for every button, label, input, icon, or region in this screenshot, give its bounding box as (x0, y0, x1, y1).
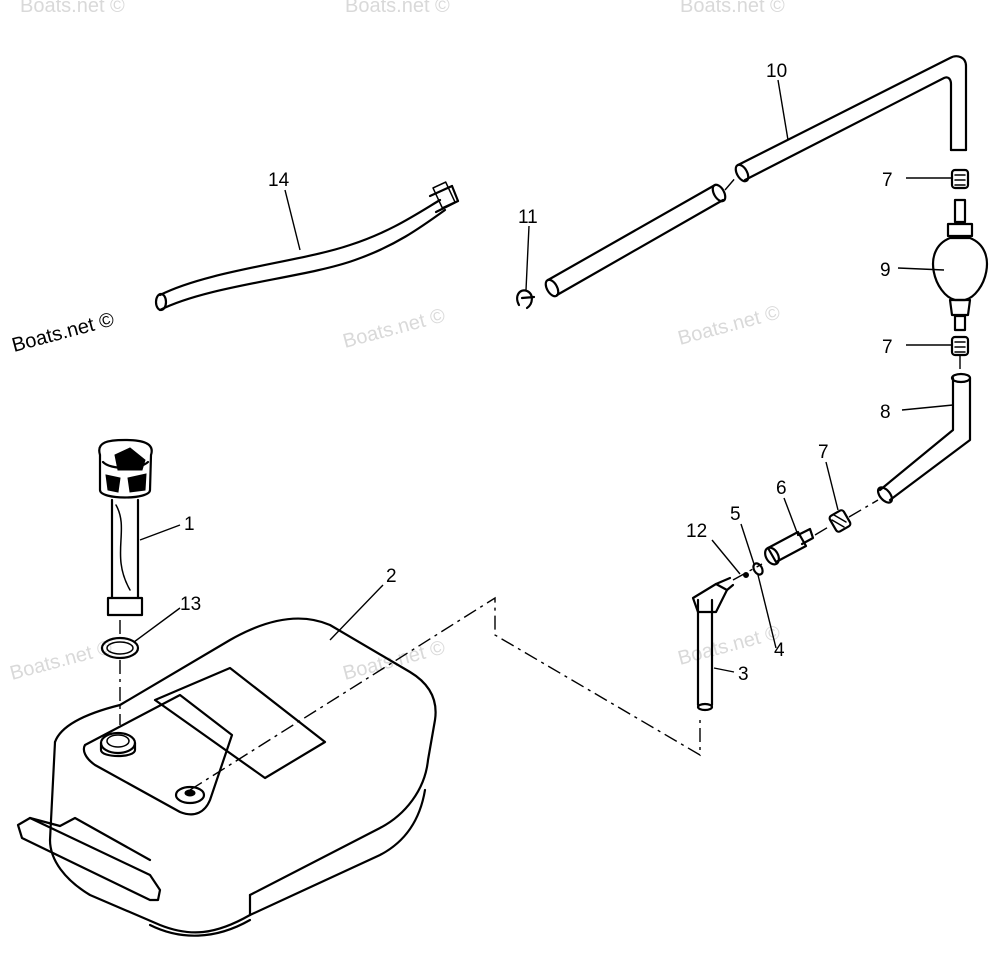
gasket-part-13 (100, 620, 140, 725)
clamp-part-7-lower (828, 509, 852, 533)
callout-7-upper: 7 (882, 170, 893, 191)
callout-10: 10 (766, 61, 787, 82)
callout-13: 13 (180, 594, 201, 615)
callout-2: 2 (386, 566, 397, 587)
watermark: Boats.net © (341, 636, 448, 684)
watermark: Boats.net © (8, 636, 115, 684)
callout-8: 8 (880, 402, 891, 423)
assembly-line (732, 563, 763, 581)
watermark: Boats.net © (345, 0, 450, 17)
watermark: Boats.net © (676, 621, 783, 669)
fuel-tank-part-2 (16, 617, 437, 937)
fuel-gauge-part-1 (98, 438, 153, 617)
watermark: Boats.net © (20, 0, 125, 17)
watermark: Boats.net © (341, 304, 448, 352)
callout-4: 4 (774, 640, 785, 661)
watermark: Boats.net © (680, 0, 785, 17)
watermark-primary: Boats.net © (10, 308, 117, 356)
callout-12: 12 (686, 521, 707, 542)
o-ring-part-5 (752, 562, 764, 576)
fuel-hose-part-14 (154, 181, 460, 312)
pickup-tube-part-3 (691, 576, 735, 712)
watermark: Boats.net © (676, 301, 783, 349)
clamp-part-7-upper (950, 168, 970, 190)
callout-7-lower: 7 (818, 442, 829, 463)
clamp-part-7-middle (950, 335, 970, 357)
callout-1: 1 (184, 514, 195, 535)
callout-14: 14 (268, 170, 290, 191)
hose-clamp-part-11 (516, 289, 536, 310)
callout-6: 6 (776, 478, 787, 499)
callout-5: 5 (730, 504, 741, 525)
primer-bulb-part-9 (932, 198, 988, 332)
fuel-line-part-10 (544, 55, 968, 298)
connector-part-6 (764, 525, 831, 566)
callout-7-middle: 7 (882, 337, 893, 358)
alignment-line (189, 596, 701, 791)
fuel-line-part-8 (848, 355, 972, 518)
callout-3: 3 (738, 664, 749, 685)
leader-lines (133, 79, 954, 673)
callout-11: 11 (518, 207, 538, 228)
callout-9: 9 (880, 260, 891, 281)
